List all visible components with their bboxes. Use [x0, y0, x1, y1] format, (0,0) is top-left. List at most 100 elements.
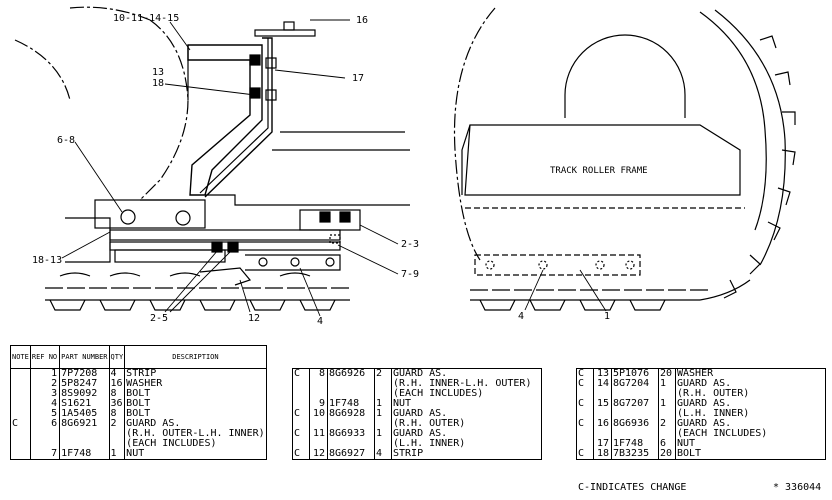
- cell-qty: [374, 389, 392, 399]
- cell-qty: 2: [658, 419, 676, 429]
- cell-qty: 16: [109, 379, 126, 389]
- cell-part: 8G6921: [59, 419, 110, 429]
- cell-desc: BOLT: [126, 388, 151, 399]
- cell-desc: NUT: [393, 398, 412, 409]
- cell-desc: (EACH INCLUDES): [677, 428, 768, 439]
- cell-note: [576, 429, 594, 439]
- cell-ref: 9: [309, 399, 328, 409]
- table-row: (R.H. OUTER): [576, 389, 826, 399]
- cell-part: [611, 389, 659, 399]
- cell-desc: GUARD AS.: [677, 418, 732, 429]
- cell-desc: BOLT: [126, 398, 151, 409]
- cell-part: 5P8247: [59, 379, 110, 389]
- cell-qty: 8: [109, 409, 126, 419]
- cell-note: [576, 389, 594, 399]
- cell-desc: (L.H. INNER): [677, 408, 750, 419]
- cell-note: [10, 399, 31, 409]
- header-note: NOTE: [10, 345, 31, 369]
- cell-ref: [593, 389, 612, 399]
- change-note: C-INDICATES CHANGE: [578, 482, 687, 493]
- cell-desc: GUARD AS.: [677, 398, 732, 409]
- header-part-number: PART NUMBER: [59, 345, 110, 369]
- cell-part: [327, 379, 375, 389]
- cell-note: C: [292, 368, 310, 379]
- table-row: (R.H. OUTER): [292, 418, 542, 429]
- track-roller-frame-label: TRACK ROLLER FRAME: [550, 166, 648, 176]
- cell-ref: 15: [593, 399, 612, 409]
- cell-ref: [593, 429, 612, 439]
- callout-13: 13: [152, 67, 165, 78]
- cell-qty: [374, 379, 392, 389]
- cell-ref: 3: [30, 389, 61, 399]
- table-row: (EACH INCLUDES): [292, 388, 542, 399]
- cell-part: 8G6936: [611, 419, 659, 429]
- cell-qty: 4: [109, 368, 126, 379]
- cell-desc: WASHER: [677, 368, 714, 379]
- cell-ref: 8: [309, 368, 328, 379]
- cell-note: C: [576, 399, 594, 409]
- idler-outline-left: [69, 6, 151, 21]
- callout-18: 18: [152, 78, 165, 89]
- cell-note: C: [292, 429, 310, 439]
- parts-table-1: NOTE REF NO PART NUMBER QTY DESCRIPTION …: [10, 345, 267, 460]
- cell-qty: [658, 429, 676, 439]
- callout-18-13: 18-13: [32, 255, 63, 266]
- cell-note: [10, 409, 31, 419]
- callout-16: 16: [356, 15, 369, 26]
- cell-desc: STRIP: [393, 448, 424, 459]
- header-qty: QTY: [108, 345, 126, 369]
- cell-ref: 13: [593, 368, 612, 379]
- cell-qty: 6: [658, 439, 676, 449]
- callout-7-9: 7-9: [401, 269, 420, 280]
- cell-note: [576, 409, 594, 419]
- table-row: (EACH INCLUDES): [576, 428, 826, 439]
- header-description: DESCRIPTION: [124, 345, 267, 369]
- cell-part: 1A5405: [59, 409, 110, 419]
- header-ref-no: REF NO: [29, 345, 61, 369]
- cell-ref: 5: [30, 409, 61, 419]
- cell-desc: GUARD AS.: [677, 378, 732, 389]
- cell-part: 8G6928: [327, 409, 375, 419]
- cell-note: [292, 399, 310, 409]
- cell-qty: [109, 439, 126, 449]
- table-row: (L.H. INNER): [292, 438, 542, 449]
- cell-ref: 6: [30, 419, 61, 429]
- cell-qty: [658, 409, 676, 419]
- table-row: (R.H. OUTER-L.H. INNER): [10, 429, 267, 439]
- cell-ref: 18: [593, 449, 612, 460]
- cell-qty: [374, 419, 392, 429]
- cell-desc: (EACH INCLUDES): [393, 388, 484, 399]
- callout-6-8: 6-8: [57, 135, 76, 146]
- cell-qty: 2: [374, 368, 392, 379]
- cell-ref: 16: [593, 419, 612, 429]
- cell-desc: NUT: [126, 448, 145, 459]
- cell-ref: 10: [309, 409, 328, 419]
- cell-ref: 14: [593, 379, 612, 389]
- cell-note: [576, 439, 594, 449]
- cell-desc: (R.H. OUTER): [393, 418, 466, 429]
- cell-note: [292, 419, 310, 429]
- cell-ref: [309, 419, 328, 429]
- table-row: (L.H. INNER): [576, 408, 826, 419]
- cell-qty: 1: [374, 429, 392, 439]
- cell-part: 8G6927: [327, 449, 375, 460]
- callout-4-right: 4: [518, 311, 525, 322]
- cell-ref: [309, 439, 328, 449]
- cell-part: [59, 439, 110, 449]
- cell-part: 7B3235: [611, 449, 659, 460]
- cell-qty: 2: [109, 419, 126, 429]
- cell-ref: 2: [30, 379, 61, 389]
- cell-desc: (L.H. INNER): [393, 438, 466, 449]
- cell-ref: 17: [593, 439, 612, 449]
- drawing-number: * 336044: [773, 482, 822, 493]
